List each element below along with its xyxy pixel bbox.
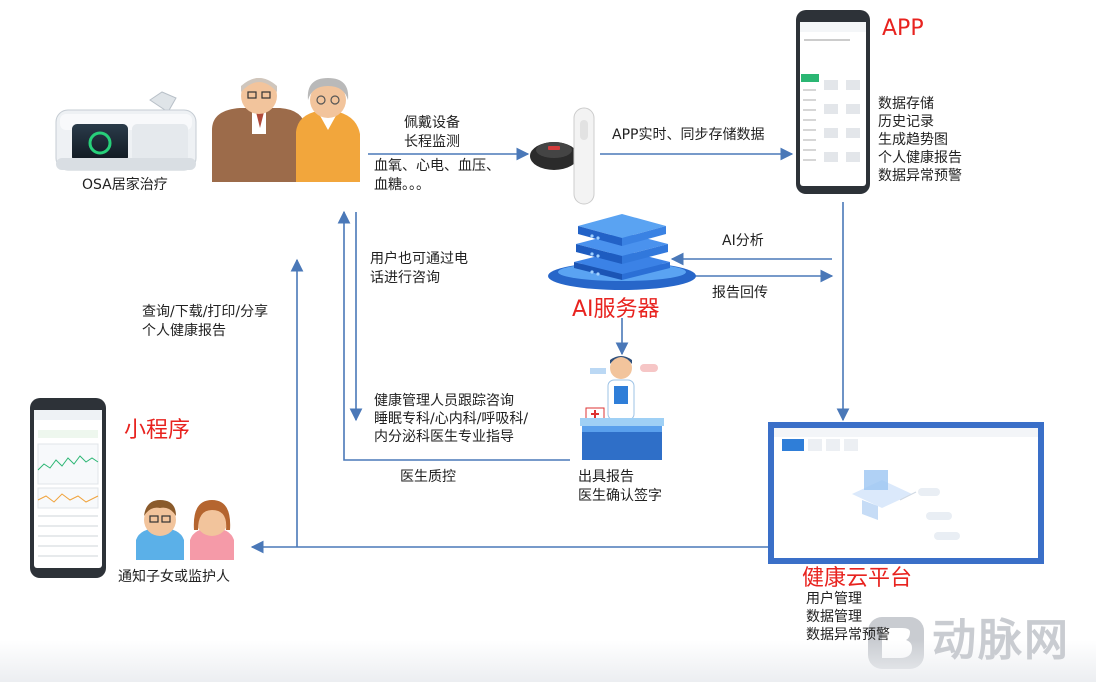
app-feature-list: 数据存储 历史记录 生成趋势图 个人健康报告 数据异常预警 [878, 95, 962, 185]
phone-consult-label-2: 话进行咨询 [370, 270, 440, 286]
server-stack-icon [548, 214, 696, 290]
cloud-feature: 用户管理 [806, 591, 862, 607]
issue-report-label-1: 出具报告 [578, 469, 634, 485]
metrics-label-1: 血氧、心电、血压、 [374, 158, 500, 174]
arrow-doctor-qc [337, 210, 570, 461]
app-feature: 个人健康报告 [878, 150, 962, 166]
ai-analysis-label: AI分析 [722, 233, 764, 249]
monitor-cloud-icon [768, 422, 1044, 564]
doctor-qc-label: 医生质控 [400, 469, 456, 485]
ring-oximeter-icon [530, 107, 595, 205]
phone-consult-label-1: 用户也可通过电 [370, 251, 468, 267]
doctor-icon [580, 356, 664, 460]
mini-program-title: 小程序 [124, 418, 191, 443]
cloud-feature: 数据异常预警 [806, 627, 890, 643]
cpap-device-icon [55, 91, 197, 171]
app-title: APP [882, 16, 924, 41]
smartphone-miniprogram-icon [30, 398, 106, 578]
report-return-label: 报告回传 [712, 285, 768, 301]
app-feature: 数据异常预警 [878, 168, 962, 184]
elderly-couple-icon [212, 78, 360, 182]
health-mgmt-line: 睡眠专科/心内科/呼吸科/ [374, 411, 529, 427]
cloud-title: 健康云平台 [802, 566, 913, 591]
app-feature: 生成趋势图 [878, 132, 948, 148]
watermark-text: 动脉网 [932, 615, 1070, 666]
health-mgmt-block: 健康管理人员跟踪咨询 睡眠专科/心内科/呼吸科/ 内分泌科医生专业指导 [374, 392, 528, 446]
metrics-label-2: 血糖。。。 [374, 177, 430, 193]
arrows [250, 147, 850, 554]
app-feature: 数据存储 [878, 96, 934, 112]
cloud-feature: 数据管理 [806, 609, 862, 625]
ai-server-title: AI服务器 [572, 297, 660, 322]
query-label-1: 查询/下载/打印/分享 [142, 304, 269, 320]
long-monitor-label: 长程监测 [404, 134, 460, 150]
wear-device-label: 佩戴设备 [404, 115, 460, 131]
smartphone-app-icon [796, 10, 870, 194]
osa-label: OSA居家治疗 [82, 177, 168, 193]
health-mgmt-line: 健康管理人员跟踪咨询 [374, 393, 514, 409]
health-mgmt-line: 内分泌科医生专业指导 [374, 429, 514, 445]
issue-report-label-2: 医生确认签字 [578, 488, 662, 504]
notify-label: 通知子女或监护人 [118, 569, 230, 585]
app-sync-label: APP实时、同步存储数据 [612, 127, 765, 143]
cloud-feature-list: 用户管理 数据管理 数据异常预警 [806, 590, 890, 644]
app-feature: 历史记录 [878, 114, 934, 130]
children-couple-icon [136, 500, 234, 560]
bottom-fade [0, 640, 1096, 682]
query-label-2: 个人健康报告 [142, 323, 226, 339]
